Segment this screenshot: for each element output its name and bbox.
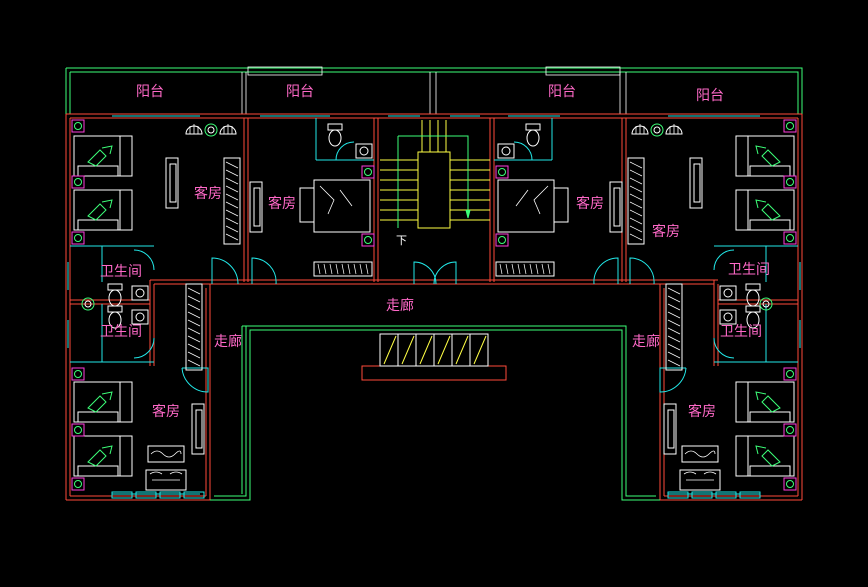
- door-swing-icon: [133, 141, 735, 393]
- room-left-bottom: [71, 367, 205, 491]
- corridor-label: 走廊: [632, 333, 660, 350]
- tv-icon: [249, 181, 263, 233]
- tv-icon: [663, 403, 677, 455]
- guest-room-label: 客房: [152, 403, 180, 420]
- guest-room-label: 客房: [576, 195, 604, 212]
- sink-icon: [497, 143, 515, 159]
- room-mid-right: [495, 123, 623, 277]
- bed-icon: [735, 135, 795, 177]
- sink-icon: [355, 143, 373, 159]
- sofa-icon: [679, 469, 721, 491]
- bathroom-label: 卫生间: [720, 324, 762, 340]
- guest-room-label: 客房: [268, 195, 296, 212]
- bed-icon: [735, 189, 795, 231]
- guest-room-label: 客房: [194, 185, 222, 202]
- sink-icon: [719, 285, 737, 301]
- corridor-label: 走廊: [214, 333, 242, 350]
- bed-icon: [73, 435, 133, 477]
- tv-icon: [165, 157, 179, 209]
- windows: [67, 115, 801, 499]
- balcony-label: 阳台: [548, 84, 576, 100]
- sink-icon: [131, 309, 149, 325]
- balcony-label: 阳台: [136, 84, 164, 100]
- wardrobe-icon: [627, 157, 645, 245]
- bathroom-label: 卫生间: [728, 262, 770, 278]
- plant-icon: [204, 123, 218, 137]
- tv-icon: [191, 403, 205, 455]
- bathroom-label: 卫生间: [100, 324, 142, 340]
- bed-icon: [73, 135, 133, 177]
- toilet-icon: [107, 283, 123, 307]
- bed-icon: [735, 435, 795, 477]
- wardrobe-icon: [313, 261, 373, 277]
- plant-icon: [650, 123, 664, 137]
- room-labels: 阳台 阳台 阳台 阳台 客房 客房 客房 客房 客房 客房 卫生间 卫生间 卫生…: [100, 84, 770, 420]
- toilet-icon: [327, 123, 343, 147]
- bed-icon: [73, 381, 133, 423]
- corridor-label: 走廊: [386, 297, 414, 314]
- bathroom-right-1: [719, 283, 761, 307]
- room-right-bottom: [663, 367, 797, 491]
- bathroom-label: 卫生间: [100, 264, 142, 280]
- sink-icon: [719, 309, 737, 325]
- balcony-label: 阳台: [696, 88, 724, 104]
- guest-room-label: 客房: [652, 223, 680, 240]
- wardrobe-icon: [185, 283, 203, 371]
- toilet-icon: [745, 283, 761, 307]
- bed-icon: [735, 381, 795, 423]
- room-left-top: [71, 119, 241, 245]
- room-mid-left: [249, 123, 375, 277]
- corridor-glass-panels: [379, 333, 489, 367]
- bathroom-left-1: [107, 283, 149, 307]
- wardrobe-icon: [223, 157, 241, 245]
- balcony-label: 阳台: [286, 84, 314, 100]
- outer-walls: [65, 113, 803, 501]
- tv-icon: [609, 181, 623, 233]
- sink-icon: [131, 285, 149, 301]
- tv-icon: [689, 157, 703, 209]
- toilet-icon: [525, 123, 541, 147]
- wardrobe-icon: [495, 261, 555, 277]
- guest-room-label: 客房: [688, 403, 716, 420]
- balcony-outline: [65, 66, 803, 114]
- sofa-icon: [145, 469, 187, 491]
- courtyard-outline: [210, 325, 660, 501]
- stair-arrow-icon: [397, 135, 471, 228]
- wardrobe-icon: [665, 283, 683, 371]
- stair-down-label: 下: [396, 234, 407, 247]
- bed-icon: [73, 189, 133, 231]
